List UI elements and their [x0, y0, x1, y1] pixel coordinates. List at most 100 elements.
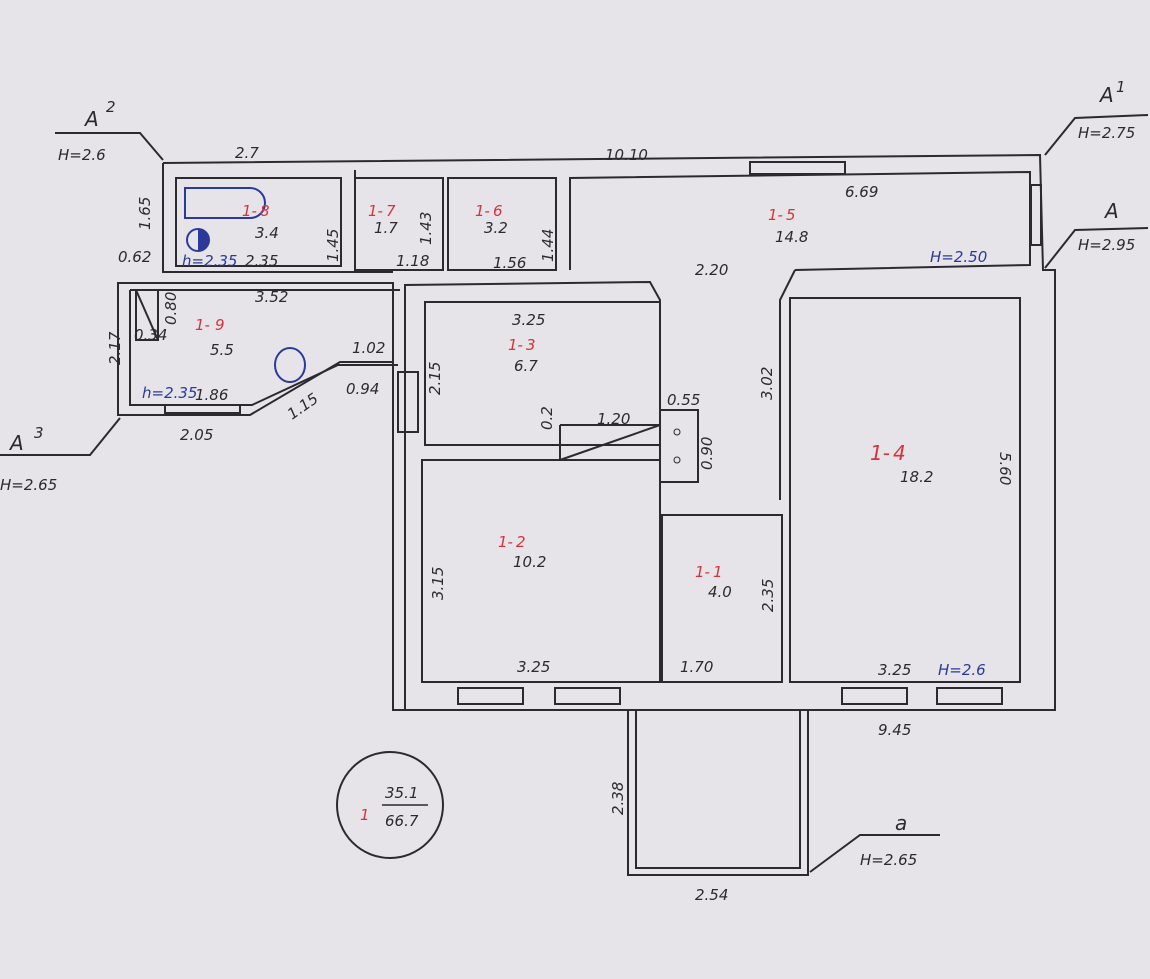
- dim: 1.18: [396, 252, 429, 270]
- dim: 1.70: [680, 658, 713, 676]
- section-a2: A 2 H=2.6: [58, 98, 116, 164]
- height-room9: h=2.35: [142, 384, 197, 402]
- dim: 0.80: [162, 292, 180, 325]
- section-sup: 1: [1116, 78, 1126, 96]
- dim: 1.43: [417, 212, 435, 245]
- dim: 0.94: [346, 380, 379, 398]
- dim: 2.35: [245, 252, 278, 270]
- dim: 2.05: [180, 426, 213, 444]
- room-area: 3.2: [484, 219, 508, 237]
- section-leaders: [0, 114, 1149, 873]
- sink-icon: [186, 228, 210, 252]
- section-a1: A 1 H=2.75: [1078, 78, 1135, 142]
- dim: 0.62: [118, 248, 151, 266]
- room-number: 9: [215, 316, 225, 334]
- section-a: A H=2.95: [1078, 199, 1135, 254]
- dim: 2.35: [759, 579, 777, 612]
- room-number: 1: [713, 563, 723, 581]
- section-label: a: [895, 811, 907, 835]
- room-1-1-label: 1- 1 4.0: [695, 563, 732, 601]
- dim: 1.86: [195, 386, 228, 404]
- room-number: 4: [893, 441, 906, 465]
- dim: 0.90: [698, 437, 716, 470]
- section-label: A: [83, 107, 99, 131]
- room-prefix: 1-: [695, 563, 710, 581]
- dim: 0.34: [134, 326, 167, 344]
- room-area: 5.5: [210, 341, 234, 359]
- dim: 1.02: [352, 339, 385, 357]
- living-area: 35.1: [385, 784, 418, 802]
- room-prefix: 1-: [242, 202, 257, 220]
- dim: 6.69: [845, 183, 878, 201]
- dim: 0.2: [538, 406, 556, 430]
- dim: 1.20: [597, 410, 630, 428]
- room-1-4-label: 1- 4 18.2: [870, 441, 933, 486]
- dim: 3.25: [517, 658, 550, 676]
- dim: 9.45: [878, 721, 911, 739]
- room-area: 4.0: [708, 583, 732, 601]
- dim: 3.25: [512, 311, 545, 329]
- dim: 2.38: [609, 782, 627, 815]
- dim: 3.52: [255, 288, 288, 306]
- dim: 2.20: [695, 261, 728, 279]
- room-1-9-label: 1- 9 5.5: [195, 316, 234, 359]
- room-prefix: 1-: [498, 533, 513, 551]
- room-1-8-label: 1- 8 3.4: [242, 202, 279, 242]
- dim: 2.17: [106, 331, 124, 365]
- room-area: 3.4: [255, 224, 279, 242]
- room-area: 18.2: [900, 468, 933, 486]
- dim: 5.60: [996, 452, 1014, 485]
- section-height: H=2.75: [1078, 124, 1135, 142]
- room-number: 5: [786, 206, 796, 224]
- height-room8: h=2.35: [182, 252, 237, 270]
- toilet-icon: [274, 347, 306, 383]
- total-area: 66.7: [385, 812, 419, 830]
- dim: 3.02: [758, 367, 776, 400]
- section-height: H=2.6: [58, 146, 106, 164]
- room-prefix: 1-: [870, 441, 890, 465]
- height-room4: H=2.6: [938, 661, 986, 679]
- room-number: 3: [526, 336, 536, 354]
- room-prefix: 1-: [475, 202, 490, 220]
- room-1-5-label: 1- 5 14.8: [768, 206, 808, 246]
- walls: [117, 153, 1056, 876]
- section-sup: 2: [106, 98, 116, 116]
- dim: 3.15: [429, 567, 447, 600]
- room-area: 6.7: [514, 357, 538, 375]
- room-area: 10.2: [513, 553, 546, 571]
- section-sup: 3: [34, 424, 44, 442]
- section-label: A: [8, 431, 24, 455]
- section-height: H=2.95: [1078, 236, 1135, 254]
- apartment-summary: 1 35.1 66.7: [336, 751, 444, 859]
- dim: 1.44: [539, 229, 557, 262]
- dim: 2.15: [426, 362, 444, 395]
- dim: 1.65: [136, 197, 154, 230]
- room-area: 1.7: [374, 219, 398, 237]
- room-number: 6: [493, 202, 503, 220]
- room-number: 2: [516, 533, 526, 551]
- ceiling-heights: h=2.35 h=2.35 H=2.50 H=2.6: [142, 248, 987, 679]
- room-1-2-label: 1- 2 10.2: [498, 533, 546, 571]
- room-1-6-label: 1- 6 3.2: [475, 202, 508, 237]
- room-1-7-label: 1- 7 1.7: [368, 202, 398, 237]
- room-number: 7: [386, 202, 396, 220]
- room-number: 8: [260, 202, 270, 220]
- height-room5: H=2.50: [930, 248, 987, 266]
- section-a3: A 3 H=2.65: [0, 424, 57, 494]
- stove-icon: [673, 428, 681, 464]
- dimensions: 10.10 2.7 6.69 1.65 2.35 1.45 0.62 1.43 …: [106, 144, 1014, 904]
- dim: 1.15: [284, 389, 322, 423]
- room-1-3-label: 1- 3 6.7: [508, 336, 538, 375]
- dim: 2.54: [695, 886, 728, 904]
- room-prefix: 1-: [368, 202, 383, 220]
- room-prefix: 1-: [195, 316, 210, 334]
- dim: 2.7: [235, 144, 259, 162]
- room-prefix: 1-: [508, 336, 523, 354]
- section-label: A: [1103, 199, 1119, 223]
- apartment-number: 1: [360, 806, 370, 824]
- bathtub-icon: [184, 187, 266, 219]
- room-prefix: 1-: [768, 206, 783, 224]
- room-area: 14.8: [775, 228, 808, 246]
- dim: 10.10: [605, 146, 648, 164]
